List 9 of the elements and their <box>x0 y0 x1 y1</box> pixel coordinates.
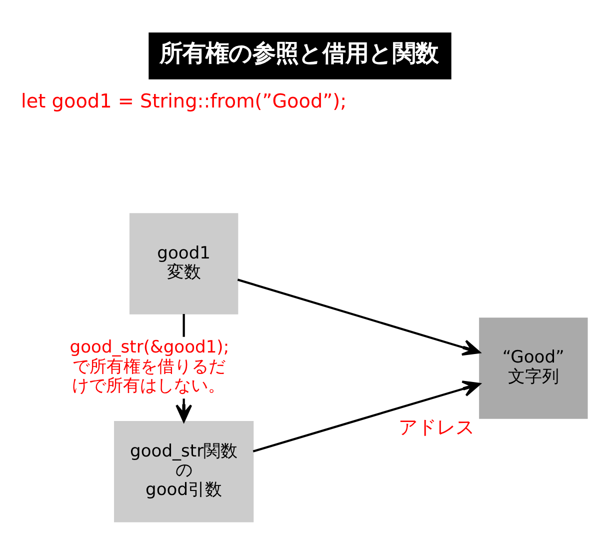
label: let good1 = String::from(”Good”); <box>21 89 347 112</box>
edge-label: good_str(&good1); で所有権を借りるだけで所有はしない。 <box>70 337 230 396</box>
diagram-title: 所有権の参照と借用と関数 <box>159 38 438 66</box>
arrow <box>252 380 481 452</box>
node-box: good1 変数 <box>129 212 238 314</box>
node-label: アドレス <box>398 415 475 438</box>
node-box: “Good” 文字列 <box>479 317 588 418</box>
arrow <box>237 278 480 356</box>
node-box: good_str関数 の good引数 <box>114 420 254 522</box>
